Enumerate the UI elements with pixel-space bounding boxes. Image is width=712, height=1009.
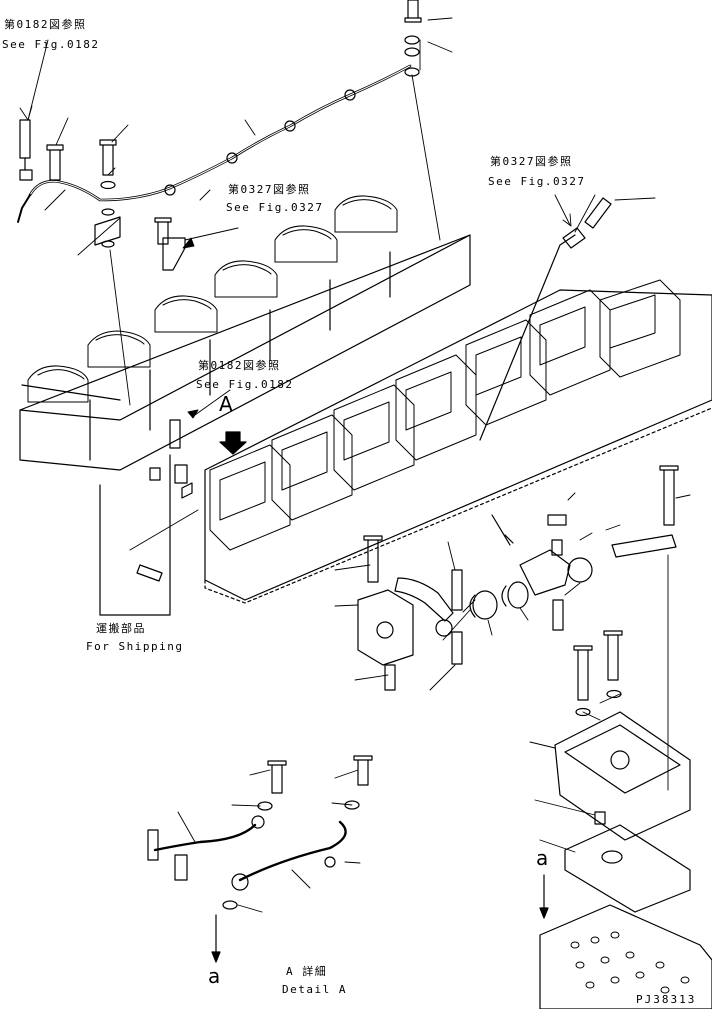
drawing-number: PJ38313: [636, 993, 697, 1006]
ref-fig0327-right-jp: 第0327図参照: [490, 155, 573, 168]
leader-lines: [19, 17, 691, 913]
ref-fig0327-mid-en: See Fig.0327: [226, 201, 324, 214]
block-cutaway: [539, 904, 712, 1009]
shipping-label-en: For Shipping: [86, 640, 184, 653]
ref-fig0327-right-en: See Fig.0327: [488, 175, 586, 188]
arrow-a-right-label: a: [536, 846, 549, 870]
fuel-pipe-top: [17, 64, 412, 223]
cylinder-heads-front-row: [204, 279, 712, 604]
detail-a-label-jp: A 詳細: [286, 965, 328, 978]
rocker-housing: [554, 630, 691, 913]
detail-a-parts: [147, 755, 373, 910]
shipping-label-jp: 運搬部品: [96, 622, 146, 635]
ref-fig0182-top-en: See Fig.0182: [2, 38, 100, 51]
shipping-parts: [99, 419, 193, 616]
rocker-arm-parts: [357, 465, 679, 691]
ref-fig0182-mid-jp: 第0182図参照: [198, 359, 281, 372]
fuel-pipe-right: [479, 197, 612, 441]
arrow-a-left-label: a: [208, 964, 221, 988]
sensor-top-left: [19, 119, 33, 181]
reference-a-arrows: [211, 874, 549, 963]
cylinder-heads-back-row: [19, 195, 471, 471]
ref-fig0182-mid-en: See Fig.0182: [196, 378, 294, 391]
view-a-label: A: [219, 392, 233, 416]
ref-fig0182-top-jp: 第0182図参照: [4, 18, 87, 31]
view-a-arrow: [219, 431, 247, 455]
bracket-mid: [162, 237, 186, 271]
detail-a-label-en: Detail A: [282, 983, 347, 996]
ref-fig0327-mid-jp: 第0327図参照: [228, 183, 311, 196]
bolts-top: [46, 0, 422, 248]
